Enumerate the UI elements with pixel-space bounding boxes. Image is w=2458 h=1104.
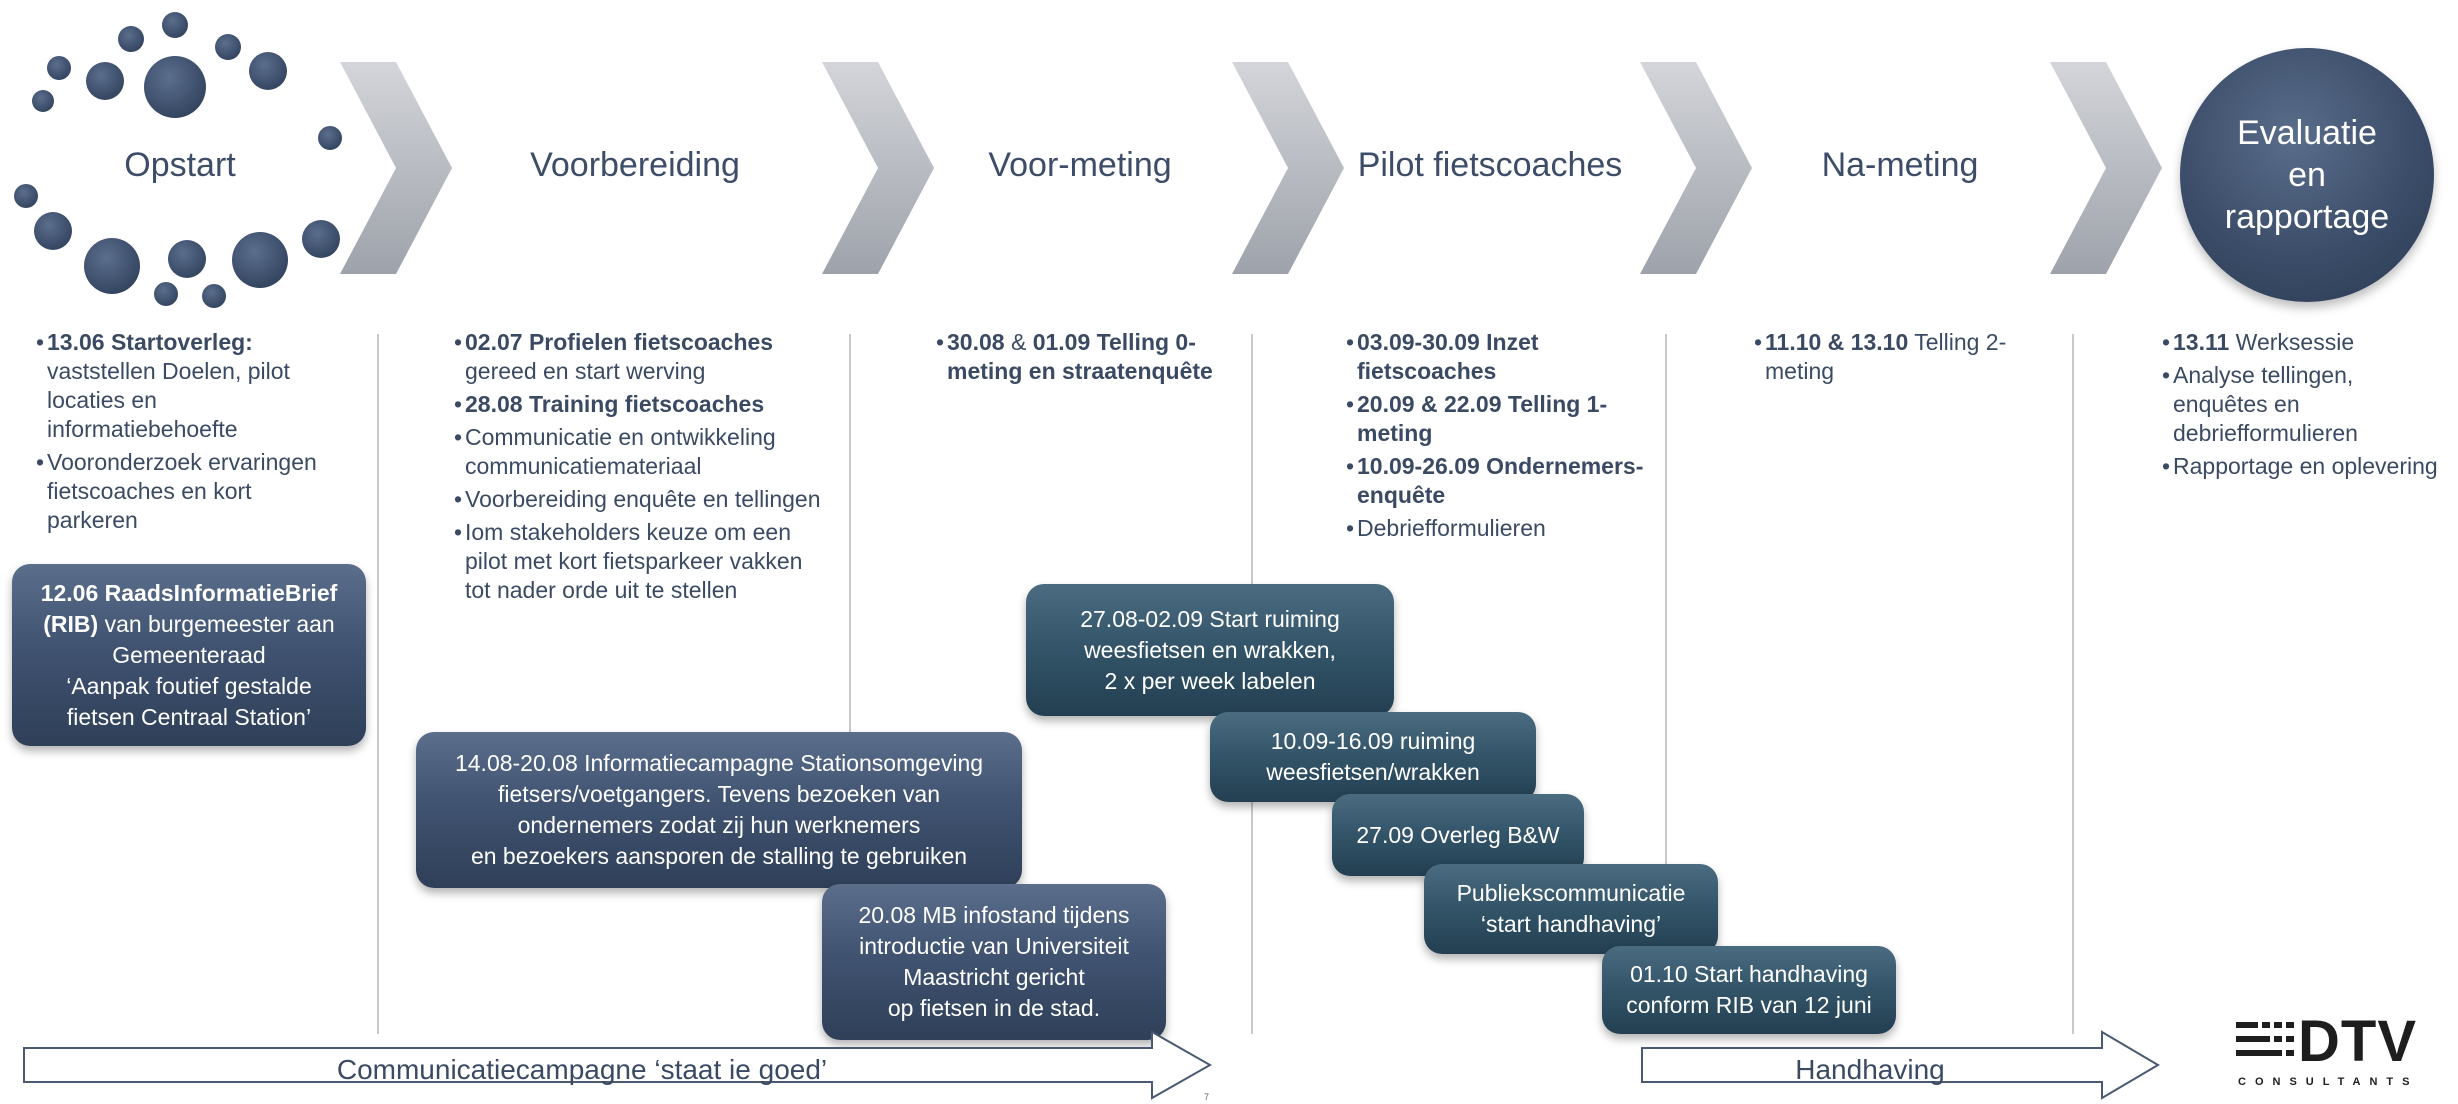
- dot: [34, 212, 72, 250]
- box-line: conform RIB van 12 juni: [1626, 992, 1872, 1018]
- dot: [232, 232, 288, 288]
- box-line: Maastricht gericht: [903, 964, 1085, 990]
- dot: [14, 184, 38, 208]
- box-line: weesfietsen/wrakken: [1266, 759, 1480, 785]
- bullet-item: 20.09 & 22.09 Telling 1-meting: [1346, 390, 1646, 448]
- dot: [162, 12, 188, 38]
- phase-opstart: Opstart: [124, 146, 236, 184]
- pilot-bullets: 03.09-30.09 Inzet fietscoaches 20.09 & 2…: [1346, 328, 1646, 547]
- bullet-item: Iom stakeholders keuze om een pilot met …: [454, 518, 834, 605]
- logo-lines-icon: [2236, 1022, 2294, 1056]
- bullet-item: Voorbereiding enquête en tellingen: [454, 485, 834, 514]
- logo-name: DTV: [2298, 1009, 2417, 1074]
- bullet-item: 13.11 Werksessie: [2162, 328, 2452, 357]
- dot: [202, 284, 226, 308]
- bullet-item: 11.10 & 13.10 Telling 2-meting: [1754, 328, 2054, 386]
- dot: [318, 126, 342, 150]
- phase-nameting: Na-meting: [1821, 146, 1979, 184]
- rib-quote-line-2: fietsen Centraal Station’: [66, 703, 312, 730]
- informatiecampagne-box: 14.08-20.08 Informatiecampagne Stationso…: [416, 732, 1022, 888]
- chevron-icon: [822, 62, 934, 274]
- box-line: 27.09 Overleg B&W: [1356, 821, 1560, 848]
- column-divider: [849, 334, 851, 1034]
- box-line: weesfietsen en wrakken,: [1084, 636, 1336, 663]
- phase-voorbereiding: Voorbereiding: [530, 146, 740, 184]
- bullet-item: Rapportage en oplevering: [2162, 452, 2452, 481]
- box-line: 01.10 Start handhaving: [1630, 961, 1868, 987]
- dot: [118, 26, 144, 52]
- box-line: 20.08 MB infostand tijdens: [858, 902, 1130, 928]
- rib-text: 12.06 RaadsInformatieBrief (RIB) van bur…: [40, 579, 338, 668]
- dot: [302, 220, 340, 258]
- eval-line-2: en: [2288, 156, 2326, 194]
- phase-evaluatie: Evaluatie en rapportage: [2180, 48, 2434, 302]
- dot: [86, 62, 124, 100]
- column-divider: [377, 334, 379, 1034]
- nameting-bullets: 11.10 & 13.10 Telling 2-meting: [1754, 328, 2054, 390]
- chevron-icon: [2050, 62, 2162, 274]
- box-line: ondernemers zodat zij hun werknemers: [517, 812, 921, 838]
- box-line: 10.09-16.09 ruiming: [1270, 728, 1476, 754]
- phase-pilot: Pilot fietscoaches: [1357, 146, 1623, 184]
- handhaving-arrow: [1641, 1030, 2160, 1100]
- voormeting-bullets: 30.08 & 01.09 Telling 0-meting en straat…: [936, 328, 1236, 390]
- logo-subtitle: CONSULTANTS: [2238, 1076, 2419, 1088]
- dot: [154, 282, 178, 306]
- bullet-item: Debriefformulieren: [1346, 514, 1646, 543]
- opstart-bullets: 13.06 Startoverleg:vaststellen Doelen, p…: [36, 328, 336, 539]
- dot: [249, 52, 287, 90]
- bullet-item: 13.06 Startoverleg:vaststellen Doelen, p…: [36, 328, 336, 444]
- bullet-item: 03.09-30.09 Inzet fietscoaches: [1346, 328, 1646, 386]
- dot: [84, 238, 140, 294]
- start-handhaving-box: 01.10 Start handhaving conform RIB van 1…: [1602, 946, 1896, 1034]
- evaluatie-bullets: 13.11 Werksessie Analyse tellingen, enqu…: [2162, 328, 2452, 485]
- eval-line-1: Evaluatie: [2237, 114, 2377, 152]
- chevron-icon: [1232, 62, 1344, 274]
- bullet-item: 10.09-26.09 Ondernemers- enquête: [1346, 452, 1646, 510]
- box-line: 14.08-20.08 Informatiecampagne Stationso…: [454, 750, 984, 776]
- chevron-icon: [1640, 62, 1752, 274]
- dot: [47, 56, 71, 80]
- bullet-item: 30.08 & 01.09 Telling 0-meting en straat…: [936, 328, 1236, 386]
- bullet-item: Vooronderzoek ervaringen fietscoaches en…: [36, 448, 336, 535]
- box-line: 2 x per week labelen: [1104, 667, 1316, 694]
- bullet-item: 28.08 Training fietscoaches: [454, 390, 834, 419]
- chevron-icon: [340, 62, 452, 274]
- box-line: ‘start handhaving’: [1480, 911, 1662, 937]
- dot: [215, 34, 241, 60]
- rib-box: 12.06 RaadsInformatieBrief (RIB) van bur…: [12, 564, 366, 746]
- communicatie-arrow: [23, 1030, 1213, 1100]
- infostand-box: 20.08 MB infostand tijdens introductie v…: [822, 884, 1166, 1040]
- box-line: op fietsen in de stad.: [887, 995, 1101, 1021]
- bullet-item: Communicatie en ontwikkeling communicati…: [454, 423, 834, 481]
- handhaving-label: Handhaving: [1795, 1054, 1945, 1085]
- rib-quote-line-1: ‘Aanpak foutief gestalde: [66, 672, 312, 699]
- dot: [32, 90, 54, 112]
- phase-voormeting: Voor-meting: [988, 146, 1172, 184]
- overleg-box: 27.09 Overleg B&W: [1332, 794, 1584, 876]
- page-number: 7: [1204, 1092, 1210, 1102]
- box-line: Publiekscommunicatie: [1456, 880, 1686, 906]
- ruiming-1-box: 27.08-02.09 Start ruiming weesfietsen en…: [1026, 584, 1394, 716]
- box-line: 27.08-02.09 Start ruiming: [1080, 605, 1340, 632]
- column-divider: [1665, 334, 1667, 1034]
- dot: [144, 56, 206, 118]
- bullet-item: Analyse tellingen, enquêtes en debrieffo…: [2162, 361, 2452, 448]
- eval-line-3: rapportage: [2224, 198, 2390, 236]
- column-divider: [2072, 334, 2074, 1034]
- box-line: introductie van Universiteit: [859, 933, 1129, 959]
- box-line: en bezoekers aansporen de stalling te ge…: [470, 843, 968, 869]
- dot: [168, 240, 206, 278]
- box-line: fietsers/voetgangers. Tevens bezoeken va…: [498, 781, 940, 807]
- ruiming-2-box: 10.09-16.09 ruiming weesfietsen/wrakken: [1210, 712, 1536, 802]
- publiekscommunicatie-box: Publiekscommunicatie ‘start handhaving’: [1424, 864, 1718, 954]
- communicatie-label: Communicatiecampagne ‘staat ie goed’: [336, 1054, 828, 1085]
